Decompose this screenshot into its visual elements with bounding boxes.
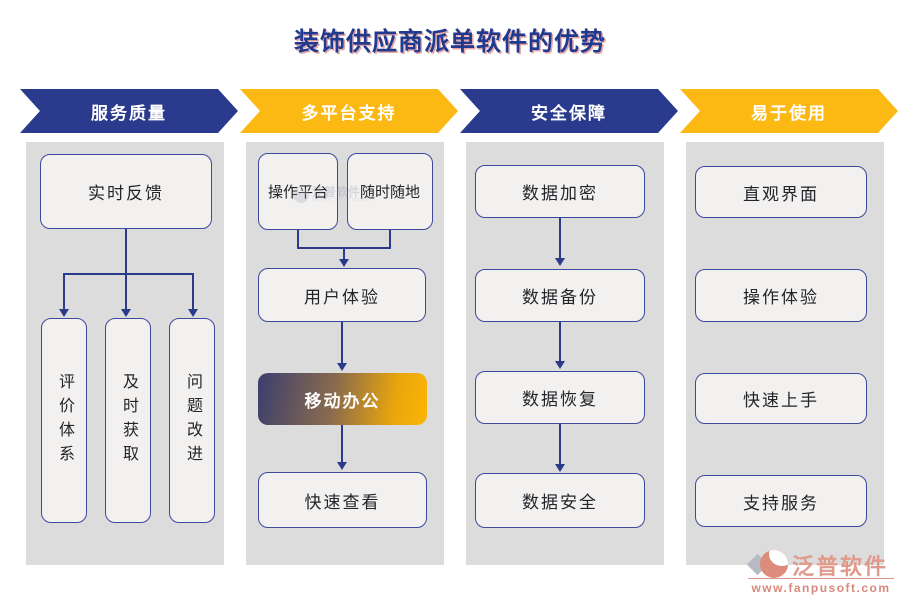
header-service-quality: 服务质量 (20, 89, 238, 133)
page-title: 装饰供应商派单软件的优势 (293, 29, 606, 56)
connector-line (297, 230, 299, 249)
connector-line (559, 218, 561, 259)
arrowhead-icon (555, 361, 565, 369)
connector-line (125, 229, 127, 275)
header-ease-of-use: 易于使用 (680, 89, 898, 133)
header-security: 安全保障 (460, 89, 678, 133)
anytime-anywhere-node: 随时随地 (347, 153, 433, 230)
quick-view-node: 快速查看 (258, 472, 427, 528)
intuitive-interface-node: 直观界面 (695, 166, 867, 218)
arrowhead-icon (339, 259, 349, 267)
data-security-node: 数据安全 (475, 473, 645, 528)
brand-website-text: www.fanpusoft.com (748, 578, 894, 595)
support-service-node: 支持服务 (695, 475, 867, 527)
connector-line (559, 322, 561, 362)
connector-line (63, 273, 65, 310)
fanpu-logo-icon (760, 550, 788, 578)
arrowhead-icon (555, 258, 565, 266)
realtime-feedback-node: 实时反馈 (40, 154, 212, 229)
connector-line (341, 322, 343, 364)
data-encryption-node: 数据加密 (475, 165, 645, 218)
connector-line (343, 247, 345, 260)
connector-line (63, 273, 194, 275)
operation-experience-node: 操作体验 (695, 269, 867, 322)
quick-start-node: 快速上手 (695, 373, 867, 424)
user-experience-node: 用户体验 (258, 268, 426, 322)
operation-platform-node: 操作平台 (258, 153, 338, 230)
evaluation-system-node: 评价体系 (41, 318, 87, 523)
mobile-office-node: 移动办公 (258, 373, 427, 425)
data-backup-node: 数据备份 (475, 269, 645, 322)
connector-line (389, 230, 391, 249)
connector-line (341, 425, 343, 463)
arrowhead-icon (188, 309, 198, 317)
arrowhead-icon (555, 464, 565, 472)
arrowhead-icon (337, 363, 347, 371)
header-multi-platform: 多平台支持 (240, 89, 458, 133)
data-recovery-node: 数据恢复 (475, 371, 645, 424)
problem-improvement-node: 问题改进 (169, 318, 215, 523)
arrowhead-icon (337, 462, 347, 470)
connector-line (192, 273, 194, 310)
arrowhead-icon (59, 309, 69, 317)
connector-line (125, 273, 127, 310)
arrowhead-icon (121, 309, 131, 317)
connector-line (559, 424, 561, 465)
brand-name-text: 泛普软件 (792, 554, 889, 579)
fanpu-logo: 泛普软件 www.fanpusoft.com (746, 548, 894, 595)
timely-acquisition-node: 及时获取 (105, 318, 151, 523)
